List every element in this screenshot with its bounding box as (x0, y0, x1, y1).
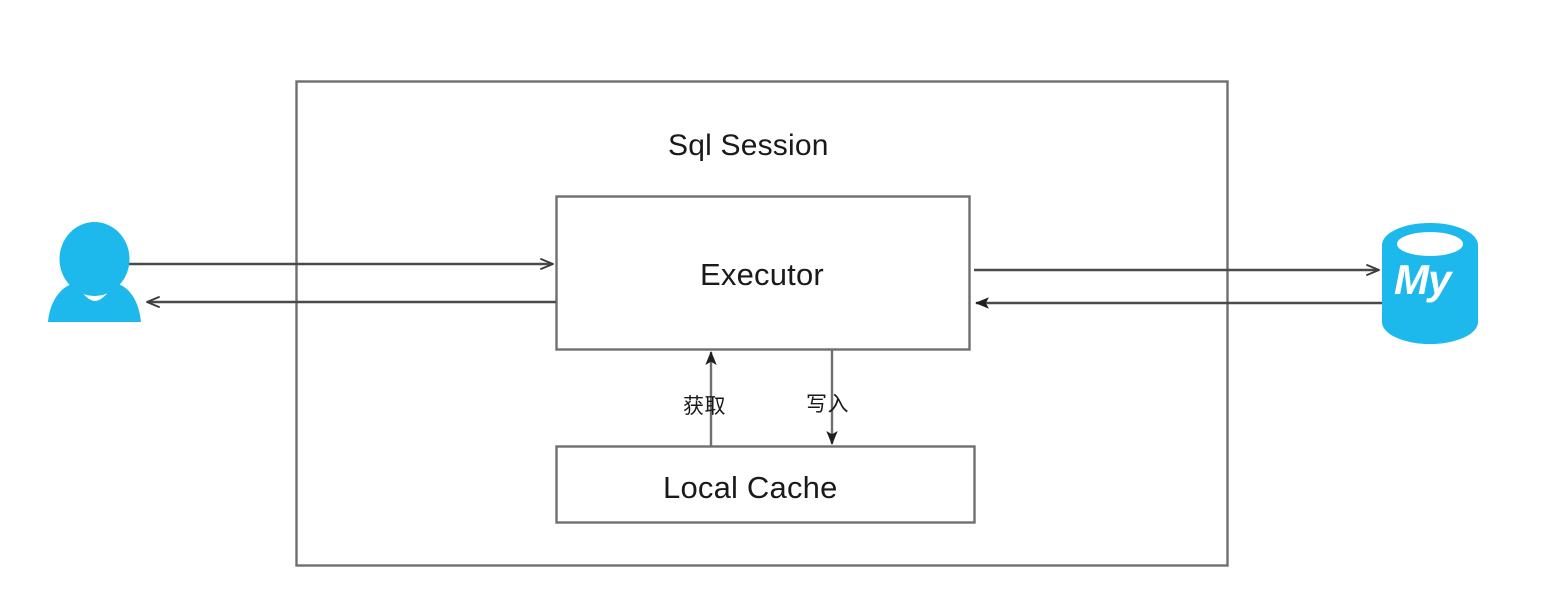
user-icon (48, 222, 141, 322)
executor-box (555, 195, 971, 351)
database-cylinder-icon (1382, 223, 1478, 344)
mysql-my-label: My (1394, 256, 1451, 303)
local-cache-box (555, 445, 976, 524)
database-top-highlight (1397, 232, 1463, 256)
cache-read-label: 获取 (683, 394, 726, 418)
local-cache-label: Local Cache (663, 470, 838, 505)
sql-session-label: Sql Session (668, 129, 829, 162)
executor-label: Executor (700, 257, 824, 292)
cache-write-label: 写入 (806, 392, 849, 416)
